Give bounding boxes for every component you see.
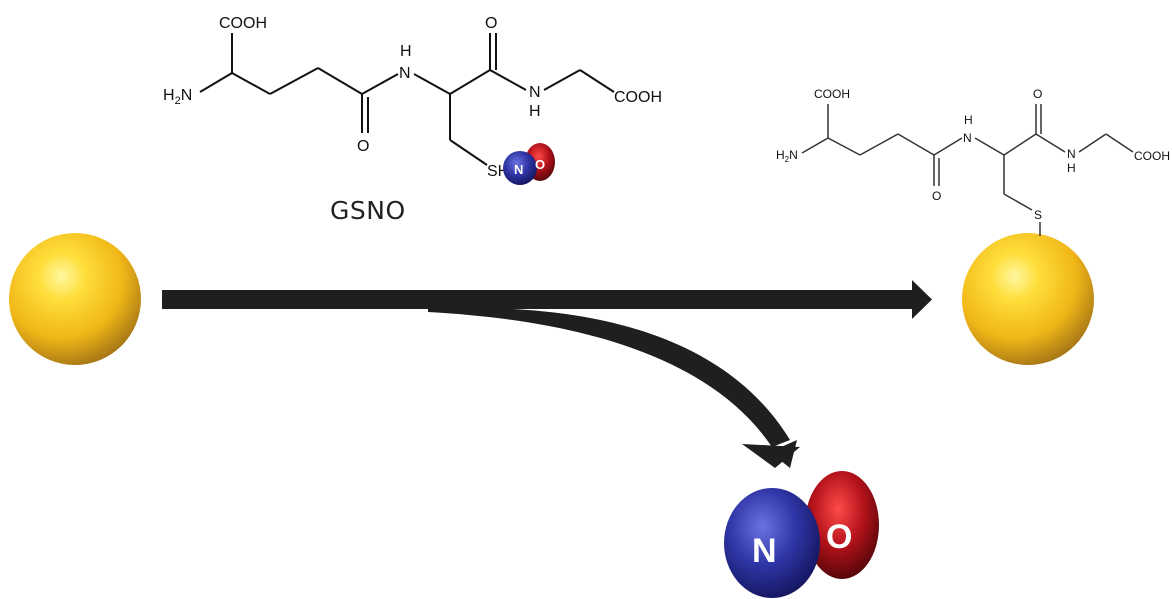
gold-nanoparticle-left (9, 233, 141, 365)
bound-carbonyl-o-bottom: O (932, 189, 941, 203)
released-n-label: N (752, 532, 777, 570)
bound-sulfur-label: S (1034, 208, 1042, 222)
released-nitric-oxide: N O (724, 471, 879, 598)
bound-amide-h-label: H (1067, 161, 1076, 175)
gold-nanoparticle-right (962, 233, 1094, 365)
released-o-label: O (826, 518, 852, 556)
gsno-label: GSNO (330, 196, 406, 225)
gsno-molecule (199, 33, 615, 166)
nh-label-n: N (399, 65, 411, 82)
bound-amine-label: H2N (776, 148, 798, 164)
carbonyl-o-bottom: O (357, 138, 369, 155)
release-arrow (428, 307, 800, 468)
amide-h-label: H (529, 103, 541, 120)
nitrosyl-n-label: N (514, 162, 523, 177)
nitrosyl-o-label: O (535, 157, 545, 172)
nh-label-h: H (400, 43, 412, 60)
bound-amide-n-label: N (1067, 147, 1076, 161)
nitrosyl-group: N O (503, 143, 555, 185)
bound-cooh-top-label: COOH (814, 87, 850, 101)
amine-label: H2N (163, 87, 192, 107)
bound-cooh-right-label: COOH (1134, 149, 1170, 163)
bound-carbonyl-o-top: O (1033, 87, 1042, 101)
reaction-arrow (162, 280, 932, 319)
bound-glutathione-molecule (801, 104, 1134, 236)
cooh-top-label: COOH (219, 15, 267, 32)
cooh-right-label: COOH (614, 89, 662, 106)
bound-nh-label-h: H (964, 113, 973, 127)
bound-nh-label-n: N (963, 131, 972, 145)
carbonyl-o-top: O (485, 15, 497, 32)
amide-n-label: N (529, 84, 541, 101)
